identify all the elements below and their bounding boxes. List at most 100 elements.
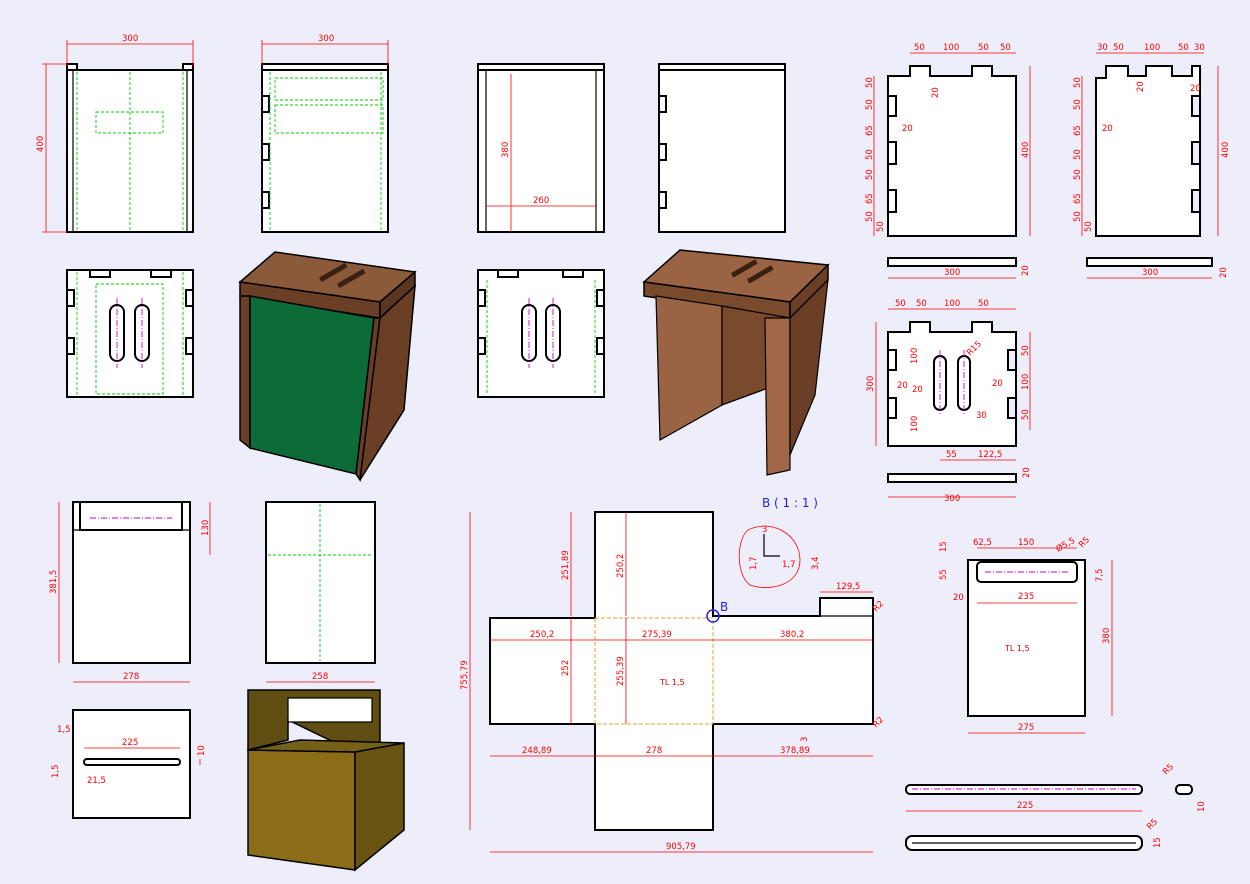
iso-view-carrier (247, 689, 405, 872)
dim: 400 (1021, 142, 1031, 158)
dim: 300 (944, 268, 960, 278)
dim-inner: 260 (533, 196, 549, 206)
dim: 50 (1073, 211, 1083, 222)
dim: R5 (1145, 817, 1160, 832)
view-top-with-slots (66, 269, 194, 398)
dim: 20 (902, 124, 913, 134)
dim: 3 (800, 737, 810, 742)
dim: 251,89 (561, 550, 571, 580)
dim-height: 380 (501, 142, 511, 158)
dim: 255,39 (616, 656, 626, 686)
dim: 30 (1194, 43, 1205, 53)
material-note: TL 1,5 (1004, 644, 1030, 653)
dim: 50 (865, 169, 875, 180)
dim-width: 300 (318, 34, 334, 44)
dim: 20 (1102, 124, 1113, 134)
dim: 3 (762, 525, 767, 535)
dim: 100 (1144, 43, 1160, 53)
dim: 50 (1073, 99, 1083, 110)
view-carrier-front: 130 381,5 278 (49, 501, 211, 683)
dim: 20 (1190, 84, 1201, 94)
dim: 50 (978, 299, 989, 309)
flat-pattern-net: B B ( 1 : 1 ) 251,89 250,2 129,5 R2 250,… (460, 496, 886, 853)
dim: 400 (1221, 142, 1231, 158)
view-carrier-top: 225 1,5 10 1,5 21,5 (51, 709, 207, 819)
dim: 50 (978, 43, 989, 53)
dim: 275 (1018, 723, 1034, 733)
dim: 130 (201, 520, 211, 536)
dim: 275,39 (642, 630, 672, 640)
dim: 300 (944, 494, 960, 504)
material-note: TL 1,5 (659, 678, 685, 687)
view-top-section (477, 269, 605, 398)
dim: 50 (865, 149, 875, 160)
dim: 1,5 (51, 764, 61, 778)
dim: 15 (939, 541, 949, 552)
dim: 278 (123, 672, 139, 682)
dim-width: 300 (122, 34, 138, 44)
dim: 1,7 (782, 560, 796, 570)
dim: 20 (912, 385, 923, 395)
dim: 1,7 (749, 556, 759, 570)
dim: 248,89 (522, 746, 552, 756)
dim: 905,79 (666, 842, 696, 852)
dim: 50 (895, 299, 906, 309)
dim: 65 (1073, 125, 1083, 136)
part-handle-plate: 62,5 150 Ø5,5 R5 15 55 7,5 20 235 380 TL… (939, 535, 1113, 734)
dim: 21,5 (87, 776, 106, 786)
part-side-panel-a: 50 100 50 50 20 50 50 65 50 50 65 50 50 … (865, 43, 1031, 279)
dim: 50 (1021, 345, 1031, 356)
dim: 50 (865, 99, 875, 110)
part-top-plate: 50 50 100 50 R15 300 20 20 20 100 100 50… (866, 299, 1032, 504)
dim: 100 (1021, 374, 1031, 390)
dim: 100 (910, 348, 920, 364)
dim: 30 (1097, 43, 1108, 53)
dim: 1,5 (57, 725, 71, 735)
dim: 150 (1018, 538, 1034, 548)
dim: 122,5 (978, 450, 1002, 460)
dim: 10 (1197, 801, 1207, 812)
dim: 50 (865, 211, 875, 222)
dim: 278 (646, 746, 662, 756)
dim: 258 (312, 672, 328, 682)
dim: 129,5 (836, 582, 860, 592)
dim: 65 (1073, 193, 1083, 204)
dim: 20 (1219, 267, 1229, 278)
part-handle-bars: 225 R5 10 R5 15 (905, 762, 1207, 851)
iso-view-box-wood (642, 249, 830, 476)
dim: 10 (197, 745, 207, 756)
dim: 50 (1073, 149, 1083, 160)
dim: 20 (992, 379, 1003, 389)
dim: 3,4 (811, 556, 821, 570)
dim: 65 (865, 125, 875, 136)
dim: 235 (1018, 592, 1034, 602)
dim: 15 (1153, 837, 1163, 848)
dim: 50 (865, 77, 875, 88)
dim: 250,2 (530, 630, 554, 640)
dim: R5 (1161, 762, 1176, 777)
dim: 50 (1000, 43, 1011, 53)
dim: 50 (1084, 221, 1094, 232)
dim: 50 (914, 43, 925, 53)
dim: 225 (1017, 801, 1033, 811)
dim: 50 (1113, 43, 1124, 53)
iso-view-box-green (238, 251, 417, 483)
dim: R5 (1077, 535, 1092, 550)
dim: 55 (939, 569, 949, 580)
dim: 50 (1178, 43, 1189, 53)
dim: 381,5 (49, 570, 59, 594)
dim: 250,2 (616, 554, 626, 578)
dim: 380,2 (780, 630, 804, 640)
dim: 50 (1073, 77, 1083, 88)
dim: 62,5 (973, 538, 992, 548)
dim: Ø5,5 (1054, 535, 1077, 555)
view-carrier-side: 258 (265, 501, 376, 683)
dim: 100 (943, 43, 959, 53)
dim: 20 (1021, 265, 1031, 276)
dim: 20 (1136, 81, 1146, 92)
view-section-front: 380 260 (477, 63, 605, 233)
dim: 50 (876, 221, 886, 232)
dim: 50 (1021, 409, 1031, 420)
dim: 380 (1102, 628, 1112, 644)
dim: 300 (1142, 268, 1158, 278)
